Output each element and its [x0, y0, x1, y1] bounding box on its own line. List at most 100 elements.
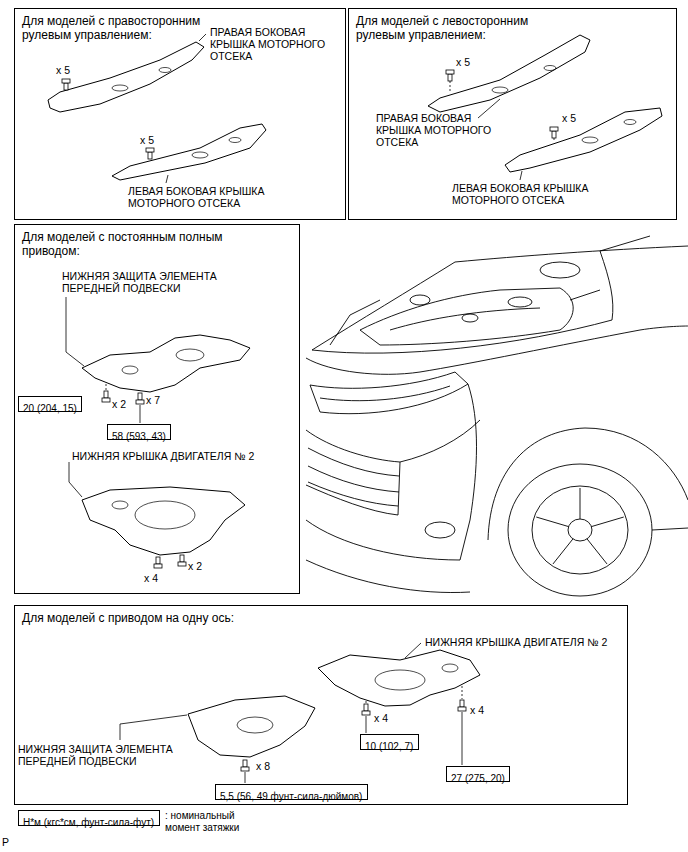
vehicle-line	[306, 520, 460, 560]
part-hole	[237, 717, 273, 733]
vehicle-round	[532, 486, 628, 574]
leader-lines	[66, 34, 522, 783]
vehicle-round	[568, 519, 592, 541]
bolt-head	[102, 398, 110, 402]
vehicle-line	[306, 430, 400, 515]
bolt-shank	[138, 393, 142, 400]
part-label: НИЖНЯЯ ЗАЩИТА ЭЛЕМЕНТА ПЕРЕДНЕЙ ПОДВЕСКИ	[18, 743, 198, 767]
part-hole	[229, 138, 241, 143]
leader-line	[520, 171, 522, 180]
leader-line	[140, 405, 141, 423]
torque-value: 58 (593, 43)	[112, 431, 166, 443]
quantity-label: x 4	[144, 572, 158, 584]
legend-box: Н*м (кгс*см, фунт-сила-фут): номинальный…	[18, 810, 160, 826]
part-shapes	[48, 35, 662, 757]
leader-line	[69, 462, 82, 497]
part-hole	[159, 68, 171, 73]
part-hole	[492, 87, 508, 93]
panel-heading: Для моделей с левосторонним рулевым упра…	[356, 14, 556, 42]
bolt-head	[154, 564, 162, 568]
vehicle-line	[320, 386, 450, 401]
bolt-head	[178, 562, 186, 566]
leader-line	[366, 716, 367, 733]
torque-box: 27 (275, 20)	[446, 766, 510, 782]
part-hole	[442, 664, 458, 672]
quantity-label: x 5	[456, 56, 470, 68]
bolt-symbol	[154, 557, 162, 568]
quantity-label: НИЖНЯЯ КРЫШКА ДВИГАТЕЛЯ № 2	[72, 450, 254, 462]
part-outline	[428, 35, 590, 112]
part-outline	[318, 650, 480, 706]
bolt-shank	[460, 700, 464, 707]
bolt-head	[62, 79, 70, 83]
part-hole	[122, 366, 138, 374]
leader-line	[478, 99, 500, 118]
part-label: ЛЕВАЯ БОКОВАЯ КРЫШКА МОТОРНОГО ОТСЕКА	[128, 185, 288, 209]
bolt-head	[146, 148, 154, 152]
leader-line	[66, 297, 84, 366]
torque-box: 20 (204, 15)	[18, 396, 82, 412]
vehicle-line	[570, 290, 600, 300]
part-hole	[112, 85, 128, 91]
wheel-spoke	[553, 539, 573, 564]
bolt-symbol	[178, 555, 186, 566]
quantity-label: x 7	[146, 394, 160, 406]
bolt-axis	[106, 384, 107, 390]
part-hole	[176, 349, 204, 361]
part-label: НИЖНЯЯ ЗАЩИТА ЭЛЕМЕНТА ПЕРЕДНЕЙ ПОДВЕСКИ	[62, 270, 242, 294]
part-hole	[544, 66, 556, 71]
variant-panel: Для моделей с приводом на одну ось:5,5 (…	[14, 605, 628, 805]
leader-line	[120, 715, 187, 740]
part-label: ПРАВАЯ БОКОВАЯ КРЫШКА МОТОРНОГО ОТСЕКА	[210, 26, 340, 62]
vehicle-line	[600, 236, 650, 251]
quantity-label: x 8	[256, 760, 270, 772]
bolt-symbol	[136, 393, 144, 404]
vehicle-round	[425, 522, 455, 538]
quantity-label: x 5	[56, 64, 70, 76]
part-label: ЛЕВАЯ БОКОВАЯ КРЫШКА МОТОРНОГО ОТСЕКА	[452, 182, 612, 206]
bolt-symbol	[550, 127, 558, 142]
vehicle-round	[540, 262, 580, 278]
part-outline	[505, 108, 662, 172]
vehicle-line	[306, 326, 688, 374]
panel-heading: Для моделей с постоянным полным приводом…	[22, 230, 242, 258]
bolt-symbol	[446, 70, 454, 93]
vehicle-line	[455, 246, 688, 262]
part-outline	[188, 696, 315, 757]
vehicle-drawing	[306, 236, 688, 596]
quantity-label: x 2	[188, 560, 202, 572]
bolt-head	[362, 711, 370, 715]
bolt-symbol	[146, 148, 154, 159]
vehicle-line	[308, 482, 398, 506]
vehicle-line	[460, 384, 477, 560]
wheel-spoke	[591, 517, 623, 527]
bolt-shank	[104, 391, 108, 398]
wheel-spoke	[580, 488, 581, 519]
vehicle-line	[308, 448, 399, 476]
leader-line	[245, 772, 246, 783]
leader-line	[199, 34, 206, 41]
bolt-shank	[243, 760, 247, 767]
quantity-label: x 5	[140, 134, 154, 146]
part-hole	[624, 120, 636, 125]
quantity-label: x 2	[112, 398, 126, 410]
vehicle-line	[652, 528, 688, 530]
bolt-axis	[450, 81, 451, 93]
bolt-symbol	[362, 701, 370, 715]
leader-line	[462, 712, 463, 765]
quantity-label: x 4	[374, 712, 388, 724]
vehicle-line	[330, 300, 380, 345]
bolt-head	[458, 707, 466, 711]
part-hole	[135, 501, 195, 529]
vehicle-line	[310, 372, 468, 414]
quantity-label: P	[2, 836, 9, 848]
vehicle-round	[462, 314, 478, 322]
part-holes	[112, 66, 636, 734]
bolt-group	[62, 70, 558, 771]
bolt-shank	[552, 131, 556, 138]
bolt-shank	[180, 555, 184, 562]
torque-box: 58 (593, 43)	[107, 424, 171, 440]
vehicle-line	[312, 320, 612, 353]
bolt-head	[550, 127, 558, 131]
